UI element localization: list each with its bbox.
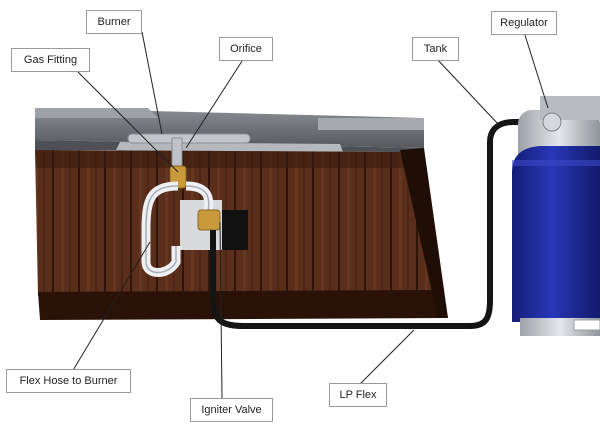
flex-hose-outline	[145, 185, 179, 274]
label-lp-flex: LP Flex	[329, 383, 387, 407]
fire-pit-wood-body	[35, 148, 448, 320]
igniter-box	[222, 210, 248, 250]
lp-flex-hose	[210, 119, 548, 329]
label-igniter-valve: Igniter Valve	[190, 398, 273, 422]
flex-hose-riser-outline	[185, 185, 210, 213]
callout-leader-lines	[71, 31, 549, 399]
label-orifice: Orifice	[219, 37, 273, 61]
label-regulator: Regulator	[491, 11, 557, 35]
regulator-body	[542, 112, 562, 132]
label-tank: Tank	[412, 37, 459, 61]
label-gas-fitting: Gas Fitting	[11, 48, 90, 72]
igniter-valve-body	[197, 209, 221, 231]
label-burner: Burner	[86, 10, 142, 34]
propane-tank	[512, 96, 600, 336]
label-flex-hose-to-burner: Flex Hose to Burner	[6, 369, 131, 393]
